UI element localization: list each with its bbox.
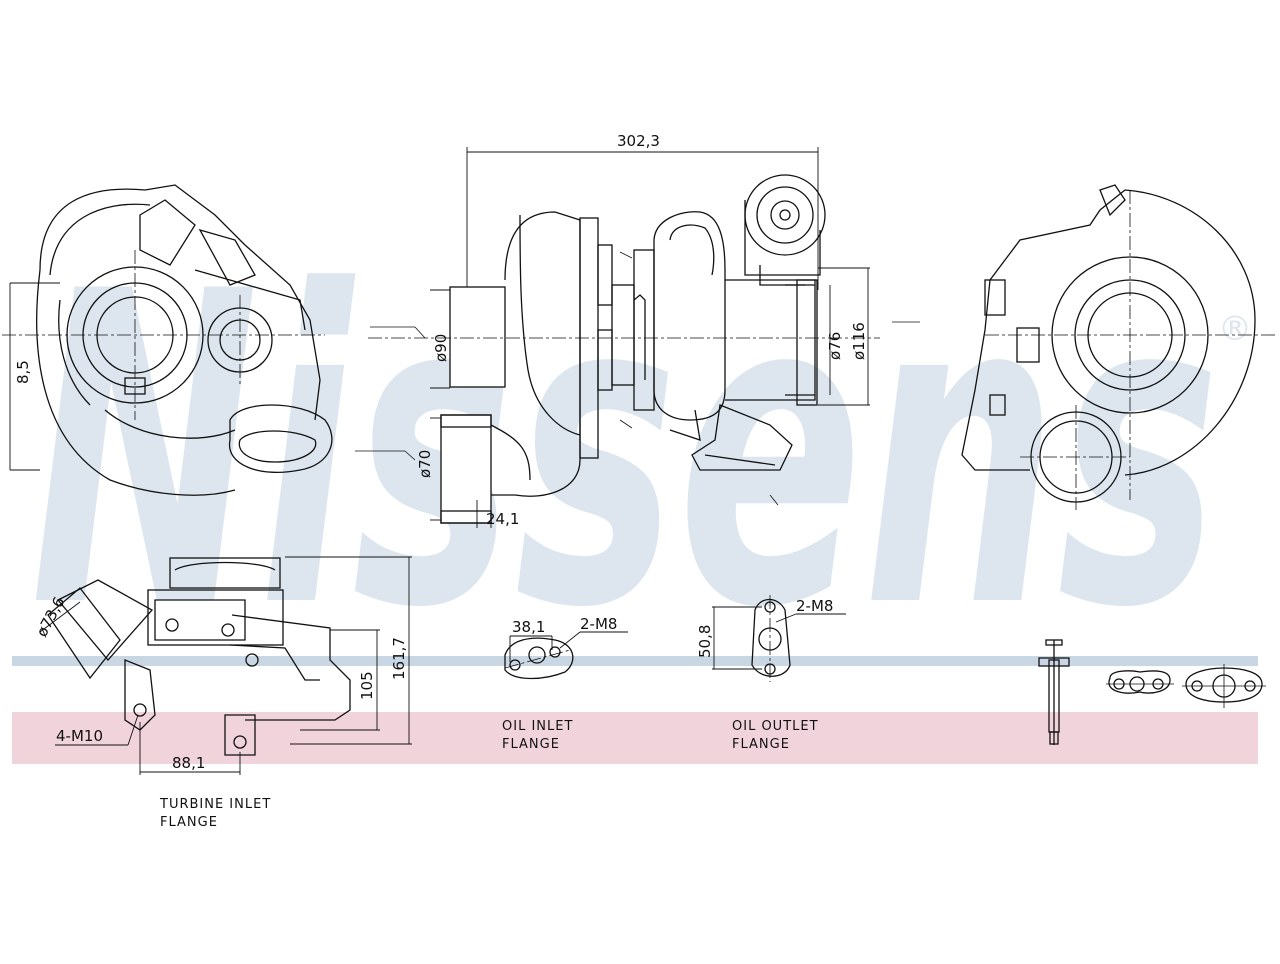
center-view: 302,3 ø90 ø70 24,1: [355, 132, 920, 528]
label-turbine-inlet-1: TURBINE INLET: [159, 797, 271, 812]
blue-band: [12, 656, 1258, 666]
oil-inlet-flange-view: 38,1 2-M8 OIL INLET FLANGE: [502, 615, 628, 752]
oil-outlet-flange-view: 50,8 2-M8 OIL OUTLET FLANGE: [696, 595, 846, 752]
dim-oil-inlet-spacing: 38,1: [512, 618, 545, 636]
dim-outlet-offset: 24,1: [486, 510, 519, 528]
dim-flange-height: 161,7: [390, 637, 408, 680]
watermark-text: Nissens: [30, 202, 1220, 702]
dim-overall-length: 302,3: [617, 132, 660, 150]
registered-mark: ®: [1218, 309, 1252, 349]
label-oil-inlet-2: FLANGE: [502, 737, 560, 752]
left-view: 8,5: [2, 184, 333, 496]
label-turbine-inlet-2: FLANGE: [160, 815, 218, 830]
dim-oil-inlet-bolts: 2-M8: [580, 615, 617, 633]
dim-compressor-outlet: ø70: [416, 450, 434, 478]
gasket-oil-outlet-icon: [1182, 664, 1266, 708]
label-oil-outlet-1: OIL OUTLET: [732, 719, 819, 734]
dim-flange-inner-height: 105: [358, 671, 376, 700]
right-view: [961, 184, 1275, 510]
accessories: [1038, 639, 1266, 745]
label-oil-outlet-2: FLANGE: [732, 737, 790, 752]
dim-oil-outlet-spacing: 50,8: [696, 625, 714, 658]
dim-flange-offset: 88,1: [172, 754, 205, 772]
dim-oil-outlet-bolts: 2-M8: [796, 597, 833, 615]
dim-outlet-outer: ø116: [850, 322, 868, 360]
dim-side-angle: 8,5: [14, 360, 32, 384]
dim-compressor-inlet: ø90: [432, 334, 450, 362]
dim-outlet-inner: ø76: [826, 332, 844, 360]
gasket-oil-inlet-icon: [1106, 670, 1174, 694]
stud-bolt-icon: [1038, 639, 1070, 745]
label-oil-inlet-1: OIL INLET: [502, 719, 573, 734]
dim-flange-bolts: 4-M10: [56, 727, 103, 745]
